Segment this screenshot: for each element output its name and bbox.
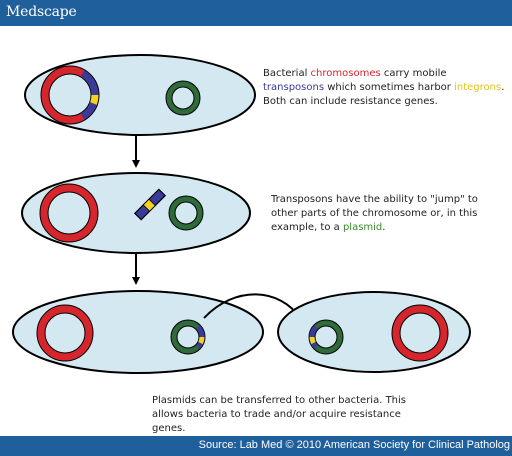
caption-2-plasmid-word: plasmid: [343, 222, 382, 233]
bacterium-cell-1: [25, 55, 255, 135]
bacterium-cell-4: [278, 292, 470, 372]
caption-2-text-c: .: [382, 222, 385, 233]
caption-transposons-jump: Transposons have the ability to "jump" t…: [271, 193, 506, 235]
bacterium-cell-2: [22, 173, 250, 253]
caption-1-text-a: Bacterial: [263, 68, 311, 79]
integron-segment-1: [94, 95, 96, 104]
caption-1-chromosomes-word: chromosomes: [311, 68, 381, 79]
footer-bar: Source: Lab Med © 2010 American Society …: [0, 436, 512, 456]
caption-1-text-c: carry mobile: [381, 68, 447, 79]
caption-plasmid-transfer: Plasmids can be transferred to other bac…: [152, 394, 432, 436]
source-credit: Source: Lab Med © 2010 American Society …: [199, 439, 510, 451]
caption-1-integrons-word: integrons: [454, 82, 501, 93]
caption-3-text: Plasmids can be transferred to other bac…: [152, 395, 406, 434]
caption-1-transposons-word: transposons: [263, 82, 324, 93]
caption-chromosomes: Bacterial chromosomes carry mobile trans…: [263, 67, 508, 109]
bacterium-cell-3: [13, 291, 263, 373]
caption-1-text-e: which sometimes harbor: [324, 82, 454, 93]
